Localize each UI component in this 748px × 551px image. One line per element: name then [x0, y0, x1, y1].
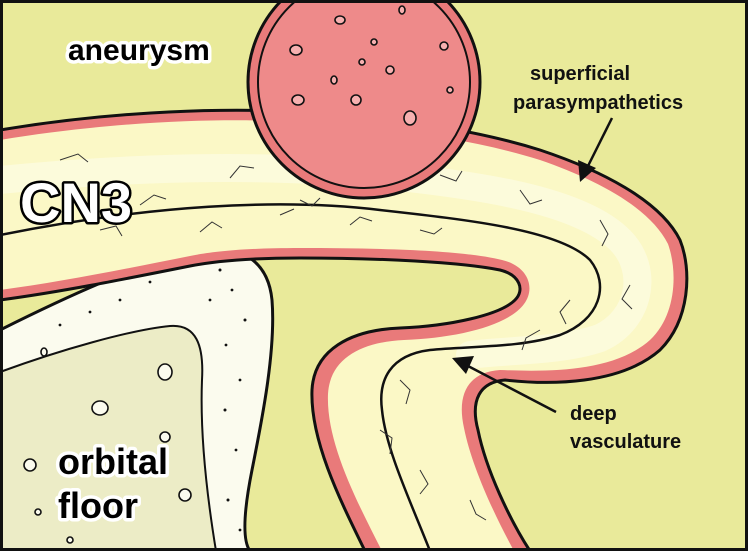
orbital-label-line1: orbital: [58, 441, 168, 482]
aneurysm-label: aneurysm: [68, 34, 210, 67]
superficial-label-line2: parasympathetics: [513, 92, 683, 114]
cn3-label: CN3: [20, 171, 132, 234]
deep-label-line2: vasculature: [570, 431, 681, 453]
deep-label-line1: deep: [570, 403, 617, 425]
superficial-label-line1: superficial: [530, 63, 630, 85]
orbital-label-line2: floor: [58, 485, 138, 526]
